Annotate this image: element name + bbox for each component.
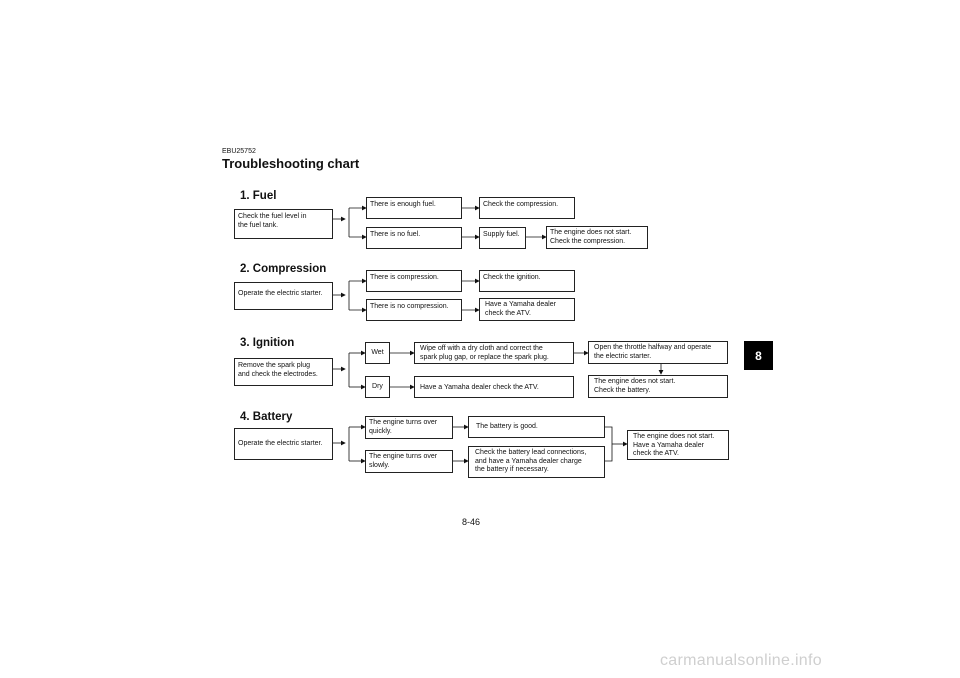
fuel-heading: 1. Fuel <box>240 190 277 202</box>
battery-good-box: The battery is good. <box>468 416 605 438</box>
fuel-check-compression-box: Check the compression. <box>479 197 575 219</box>
fuel-enough-box: There is enough fuel. <box>366 197 462 219</box>
page-number: 8-46 <box>462 517 481 527</box>
compression-heading: 2. Compression <box>240 263 327 275</box>
ignition-remove-box: Remove the spark plug and check the elec… <box>234 358 333 386</box>
document-code: EBU25752 <box>222 148 256 155</box>
fuel-check-box: Check the fuel level in the fuel tank. <box>234 209 333 239</box>
battery-heading: 4. Battery <box>240 411 293 423</box>
fuel-not-start-box: The engine does not start. Check the com… <box>546 226 648 249</box>
page-title: Troubleshooting chart <box>222 156 360 171</box>
ignition-throttle-box: Open the throttle halfway and operate th… <box>588 341 728 364</box>
ignition-dealer-box: Have a Yamaha dealer check the ATV. <box>414 376 574 398</box>
ignition-heading: 3. Ignition <box>240 337 295 349</box>
compression-none-box: There is no compression. <box>366 299 462 321</box>
battery-slow-box: The engine turns over slowly. <box>365 450 453 473</box>
compression-dealer-box: Have a Yamaha dealer check the ATV. <box>479 298 575 321</box>
ignition-wipe-box: Wipe off with a dry cloth and correct th… <box>414 342 574 364</box>
battery-not-start-box: The engine does not start. Have a Yamaha… <box>627 430 729 460</box>
fuel-none-box: There is no fuel. <box>366 227 462 249</box>
ignition-not-start-box: The engine does not start. Check the bat… <box>588 375 728 398</box>
compression-operate-box: Operate the electric starter. <box>234 282 333 310</box>
compression-has-box: There is compression. <box>366 270 462 292</box>
battery-operate-box: Operate the electric starter. <box>234 428 333 460</box>
ignition-dry-box: Dry <box>365 376 390 398</box>
battery-check-leads-box: Check the battery lead connections, and … <box>468 446 605 478</box>
section-tab: 8 <box>744 341 773 370</box>
watermark: carmanualsonline.info <box>660 652 822 669</box>
ignition-wet-box: Wet <box>365 342 390 364</box>
battery-quick-box: The engine turns over quickly. <box>365 416 453 439</box>
compression-check-ignition-box: Check the ignition. <box>479 270 575 292</box>
fuel-supply-box: Supply fuel. <box>479 227 526 249</box>
